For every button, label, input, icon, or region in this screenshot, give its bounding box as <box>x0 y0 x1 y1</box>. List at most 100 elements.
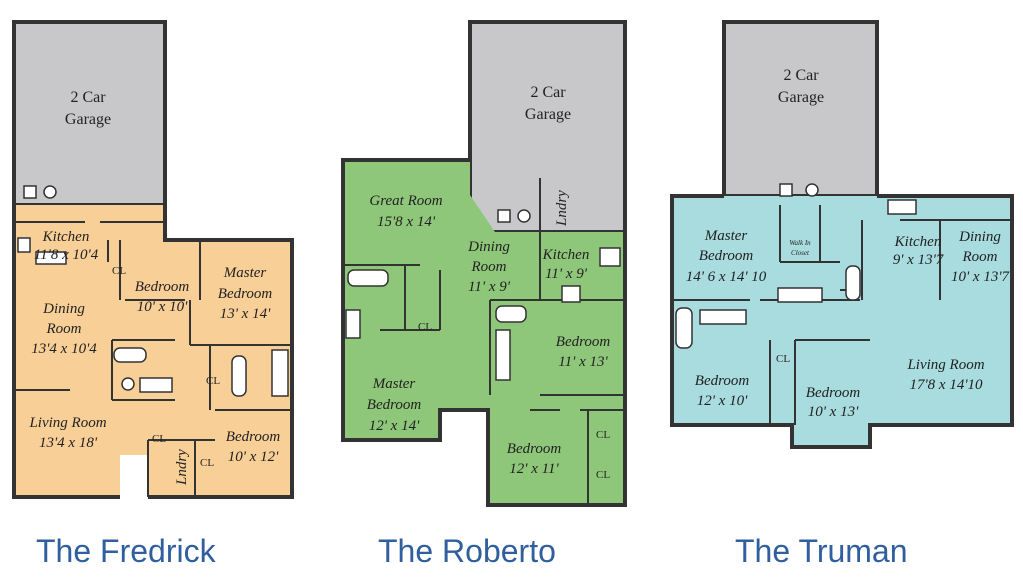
roberto-sink <box>599 247 621 267</box>
fredrick-bedroom2-name: Bedroom <box>226 429 281 445</box>
truman-bedroom2-name: Bedroom <box>806 385 861 401</box>
roberto-tub <box>347 269 389 287</box>
fredrick-closet-label-2: CL <box>206 375 220 387</box>
truman-master-line2: Bedroom <box>699 248 754 264</box>
roberto-tub2 <box>495 305 527 323</box>
roberto-master-line2: Bedroom <box>367 397 422 413</box>
roberto-master-size: 12' x 14' <box>369 418 420 434</box>
roberto-garage-line2: Garage <box>525 106 571 123</box>
truman-dryer <box>805 183 819 197</box>
fredrick-living-size: 13'4 x 18' <box>39 435 98 451</box>
roberto-great-size: 15'8 x 14' <box>377 214 436 230</box>
fredrick-vanity <box>139 377 173 393</box>
roberto-closet-label-2: CL <box>596 429 610 441</box>
roberto-interior-walls <box>343 178 625 505</box>
fredrick-washer <box>23 185 37 199</box>
truman-sink <box>887 199 917 215</box>
fredrick-dining-size: 13'4 x 10'4 <box>31 341 97 357</box>
fredrick-living-name: Living Room <box>28 415 106 431</box>
roberto-kitchen-size: 11' x 9' <box>545 266 588 282</box>
roberto-outer-walls <box>341 158 627 507</box>
roberto-vanity <box>345 309 361 339</box>
fredrick-garage-line2: Garage <box>65 111 111 128</box>
truman-bedroom2-size: 10' x 13' <box>808 404 859 420</box>
fredrick-living-label: Living Room 13'4 x 18' <box>28 415 106 451</box>
roberto-title: The Roberto <box>378 533 556 569</box>
fredrick-closet-label-1: CL <box>112 265 126 277</box>
truman-kitchen-size: 9' x 13'7 <box>893 252 945 268</box>
fredrick-kitchen-name: Kitchen <box>42 229 90 245</box>
truman-bedroom2-label: Bedroom 10' x 13' <box>806 385 861 420</box>
roberto-bedroom2-size: 12' x 11' <box>509 461 559 477</box>
truman-dining-line1: Dining <box>958 229 1001 245</box>
roberto-kitchen-name: Kitchen <box>542 247 590 263</box>
fredrick-dining-line2: Room <box>46 321 82 337</box>
truman-bedroom1-label: Bedroom 12' x 10' <box>695 373 750 409</box>
truman-washer <box>779 183 793 197</box>
roberto-house-floor <box>343 160 625 505</box>
fredrick-laundry-label: Lndry <box>174 449 190 486</box>
fredrick-outer-walls <box>12 205 294 499</box>
truman-living-name: Living Room <box>906 357 984 373</box>
truman-outer-walls <box>670 194 1014 449</box>
fredrick-sink <box>35 251 67 265</box>
fredrick-interior-walls <box>14 221 292 497</box>
truman-vanity2 <box>777 287 823 303</box>
truman-garage-line1: 2 Car <box>783 67 819 84</box>
roberto-bedroom2-label: Bedroom 12' x 11' <box>507 441 562 477</box>
roberto-washer <box>497 209 511 223</box>
fredrick-garage-line1: 2 Car <box>70 89 106 106</box>
truman-walkin-line1: Walk In <box>789 239 811 247</box>
roberto-closet-label-1: CL <box>418 321 432 333</box>
roberto-great-name: Great Room <box>369 193 442 209</box>
roberto-laundry-label: Lndry <box>554 190 570 227</box>
truman-dining-size: 10' x 13'7 <box>951 269 1011 285</box>
truman-vanity <box>699 309 747 325</box>
roberto-vanity2 <box>495 329 511 381</box>
fredrick-master-size: 13' x 14' <box>220 306 271 322</box>
truman-title: The Truman <box>735 533 908 569</box>
truman-house-floor <box>672 196 1012 447</box>
fredrick-bedroom1-name: Bedroom <box>135 279 190 295</box>
roberto-garage-line1: 2 Car <box>530 84 566 101</box>
roberto-closet-label-3: CL <box>596 469 610 481</box>
fredrick-tub2 <box>231 355 247 397</box>
truman-closet-label: CL <box>776 353 790 365</box>
truman-bedroom1-size: 12' x 10' <box>697 393 748 409</box>
truman-garage <box>722 20 879 198</box>
roberto-dining-line2: Room <box>471 259 507 275</box>
roberto-dryer <box>517 209 531 223</box>
fredrick-closet-label-3: CL <box>152 433 166 445</box>
fredrick-garage <box>12 20 167 207</box>
truman-garage-line2: Garage <box>778 89 824 106</box>
fredrick-title: The Fredrick <box>36 533 216 569</box>
roberto-garage <box>468 20 627 234</box>
fredrick-tub <box>113 347 147 363</box>
roberto-bedroom2-name: Bedroom <box>507 441 562 457</box>
truman-master-size: 14' 6 x 14' 10 <box>686 269 767 285</box>
roberto-bedroom1-name: Bedroom <box>556 334 611 350</box>
fredrick-dryer <box>43 185 57 199</box>
truman-bedroom1-name: Bedroom <box>695 373 750 389</box>
fredrick-toilet <box>121 377 135 391</box>
roberto-kitchen-label: Kitchen 11' x 9' <box>542 247 590 282</box>
fredrick-closet-label-4: CL <box>200 457 214 469</box>
roberto-range <box>561 285 581 303</box>
truman-tub2 <box>845 265 861 301</box>
fredrick-master-line1: Master <box>223 265 267 281</box>
